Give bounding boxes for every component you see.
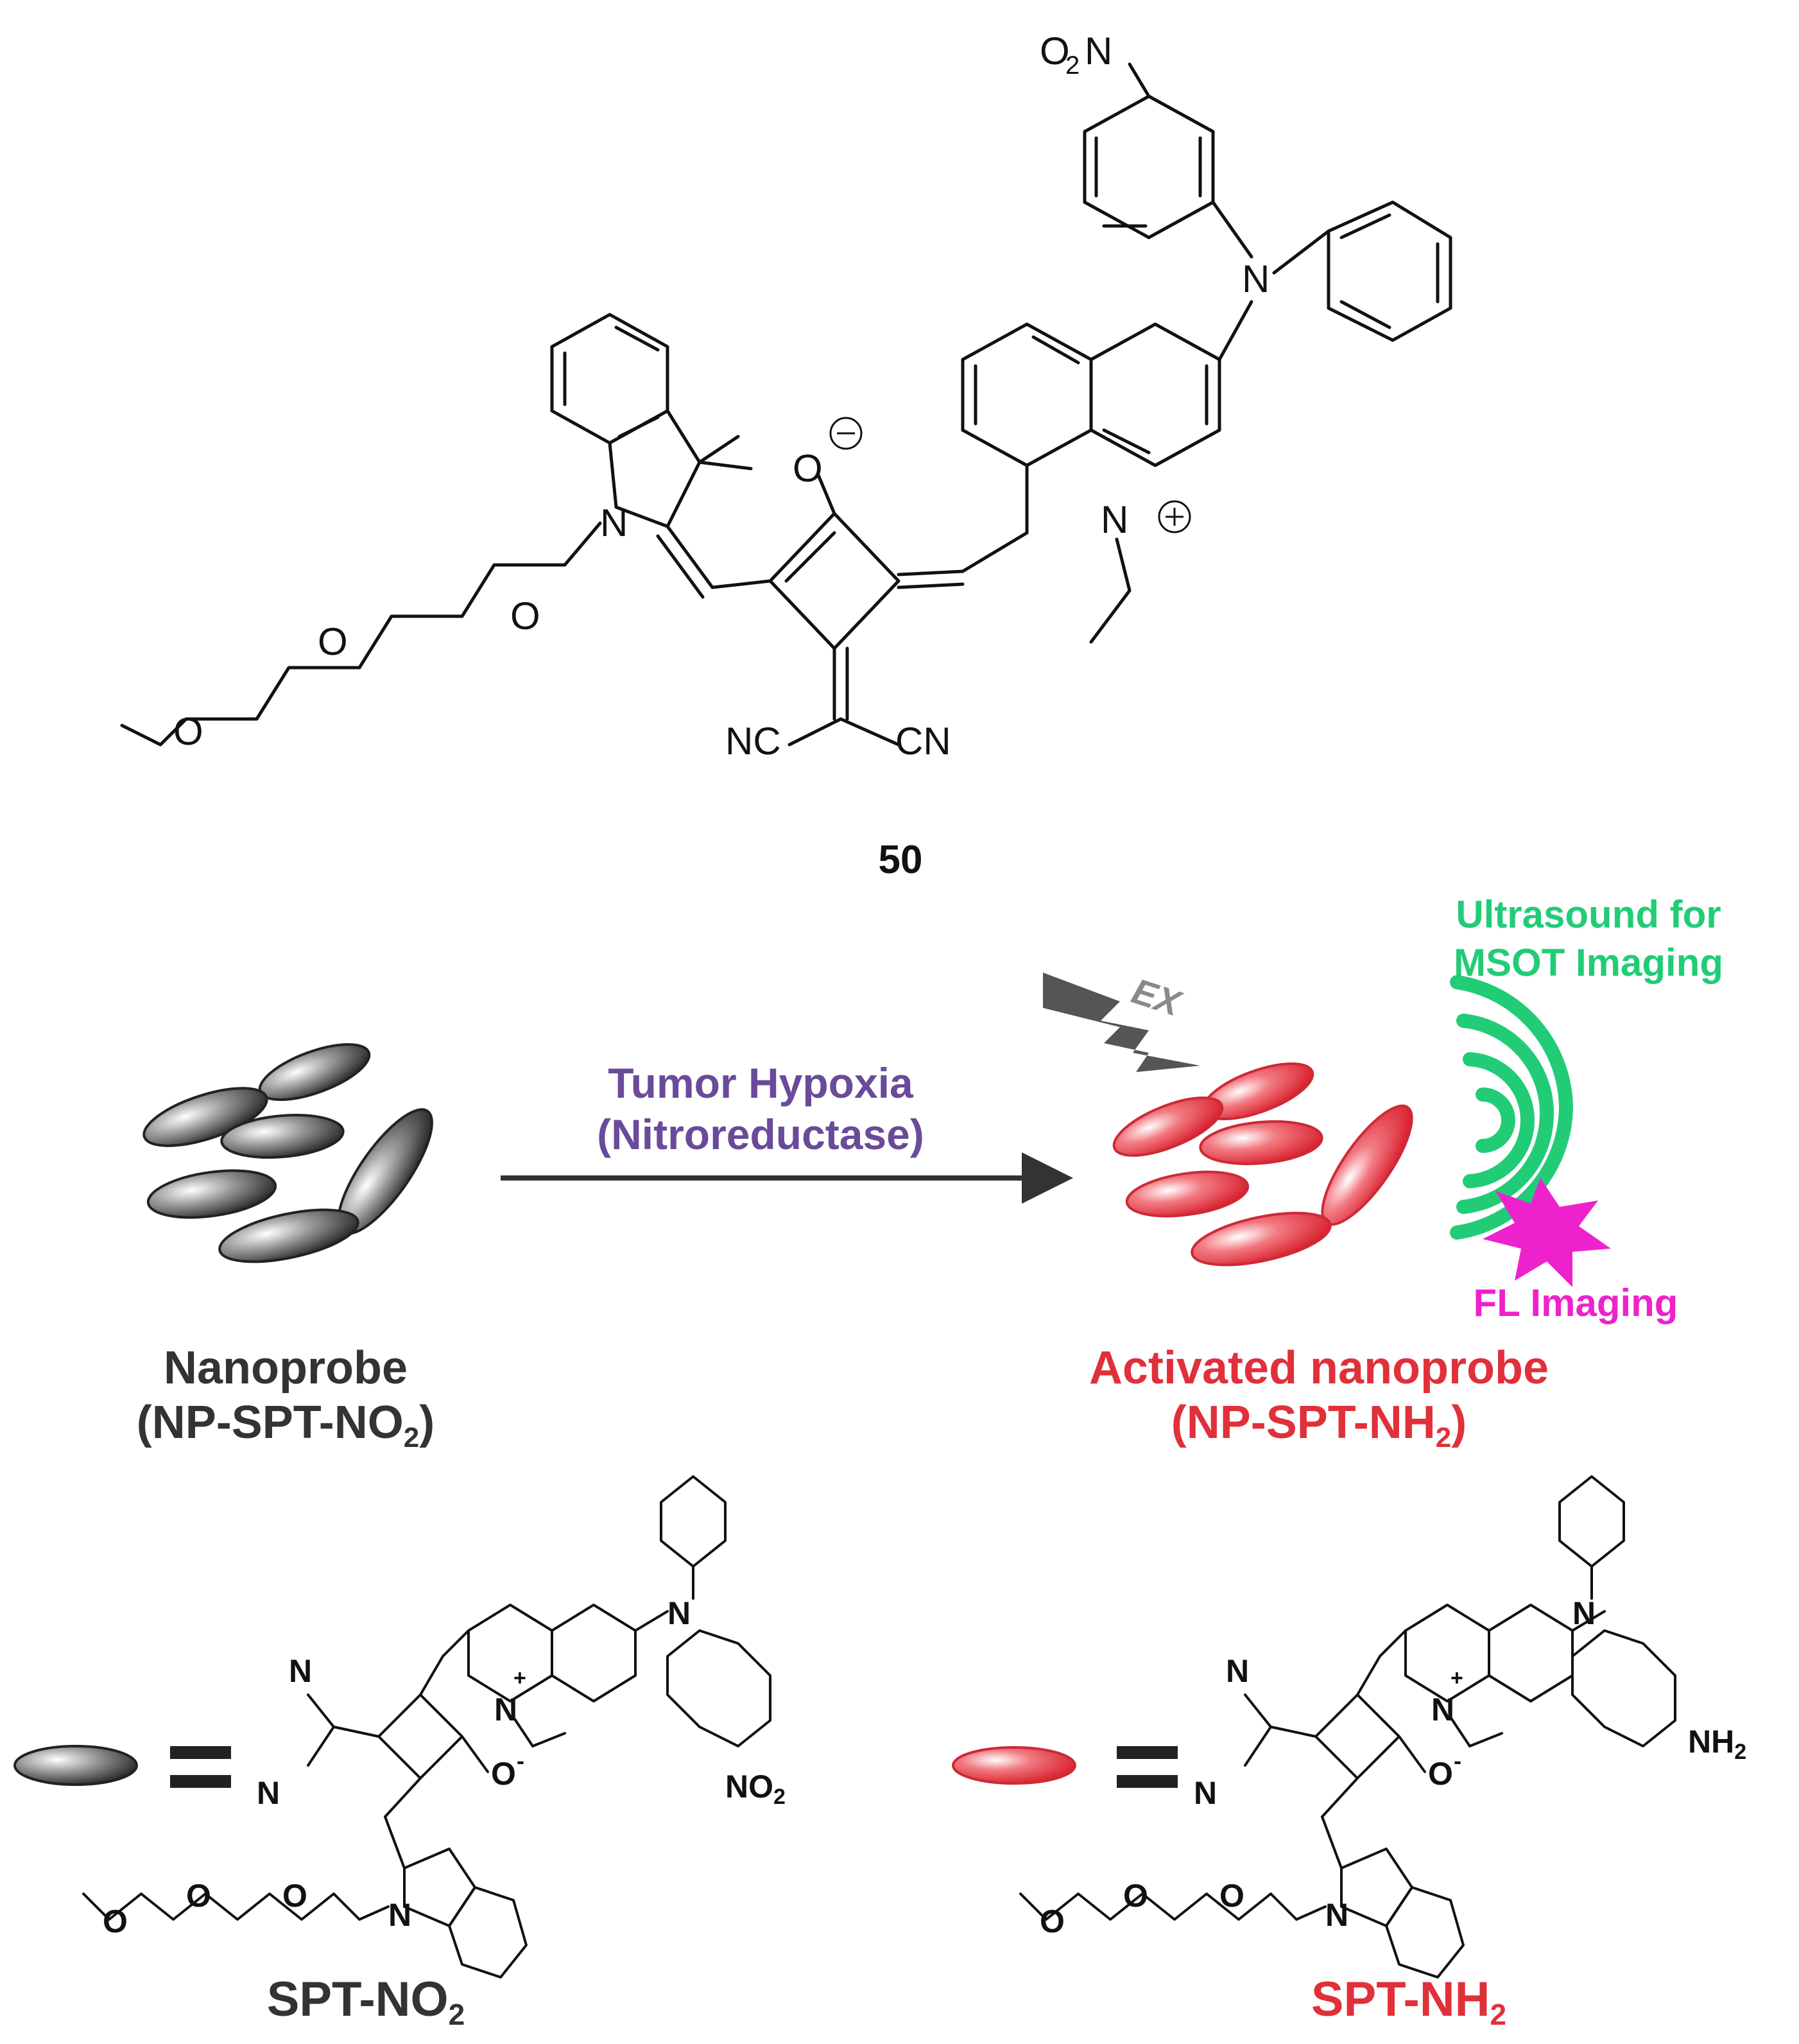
left-title: Nanoprobe xyxy=(164,1342,408,1394)
nitro-sub: 2 xyxy=(1065,51,1080,80)
spt-nh2-structure: N N O - N + N NH2 N O O xyxy=(1019,1475,1746,1979)
peg-chain xyxy=(120,521,602,747)
compound-50-structure: O 2 N N N xyxy=(120,30,1452,882)
red-particle-cluster xyxy=(1112,1062,1413,1267)
compound-number: 50 xyxy=(879,838,923,882)
svg-text:N: N xyxy=(667,1595,691,1631)
svg-text:O: O xyxy=(1428,1756,1453,1792)
ultrasound-wave-icon xyxy=(1450,975,1574,1240)
svg-text:O: O xyxy=(1040,1903,1065,1939)
svg-text:O: O xyxy=(282,1878,307,1914)
legend-right-name: SPT-NH2 xyxy=(1311,1972,1506,2031)
svg-text:N: N xyxy=(1194,1775,1217,1811)
svg-text:NH2: NH2 xyxy=(1688,1724,1746,1764)
svg-text:O: O xyxy=(103,1903,128,1939)
phenyl-ring xyxy=(1327,200,1452,342)
svg-text:O: O xyxy=(186,1878,211,1914)
oxide-o: O xyxy=(793,447,823,490)
fluorescence-burst-icon xyxy=(1483,1178,1611,1287)
svg-text:N: N xyxy=(1226,1653,1249,1689)
legend-left: N N O - N + N NO2 N O O xyxy=(13,1475,786,2031)
excitation-lightning-icon xyxy=(1043,973,1200,1072)
svg-text:N: N xyxy=(1325,1897,1348,1933)
ultrasound-line2: MSOT Imaging xyxy=(1454,941,1723,984)
scheme-panel: Tumor Hypoxia (Nitroreductase) EX Ultras… xyxy=(137,893,1723,1453)
legend-red-particle xyxy=(952,1746,1076,1785)
legend-grey-particle xyxy=(13,1745,138,1786)
svg-text:-: - xyxy=(517,1747,524,1774)
ether-o2: O xyxy=(318,620,348,663)
equals-bar-top-right xyxy=(1117,1746,1178,1759)
ether-o3: O xyxy=(173,710,203,753)
legend-right: N N O - N + N NH2 N O O xyxy=(952,1475,1746,2031)
amine-n: N xyxy=(1242,257,1270,300)
cn-right: CN xyxy=(895,720,951,763)
equals-bar-bottom xyxy=(170,1775,231,1788)
nitrophenyl-ring xyxy=(1083,62,1215,239)
nitro-n: N xyxy=(1085,30,1112,73)
svg-text:N: N xyxy=(388,1897,411,1933)
svg-text:+: + xyxy=(1450,1666,1463,1690)
indolenine-ring xyxy=(550,313,702,528)
svg-text:N: N xyxy=(1572,1595,1596,1631)
ex-label: EX xyxy=(1127,970,1187,1024)
equals-bar-top xyxy=(170,1746,231,1759)
left-formula: (NP-SPT-NO2) xyxy=(137,1397,435,1453)
svg-text:N: N xyxy=(494,1692,517,1728)
right-formula: (NP-SPT-NH2) xyxy=(1171,1397,1467,1453)
svg-text:-: - xyxy=(1454,1747,1461,1774)
indole-n: N xyxy=(600,501,628,544)
arrow-label-line2: (Nitroreductase) xyxy=(597,1111,924,1158)
arrow-label-line1: Tumor Hypoxia xyxy=(608,1059,914,1107)
quinolinium-ring xyxy=(961,322,1221,467)
squaraine-core xyxy=(768,512,900,650)
ultrasound-line1: Ultrasound for xyxy=(1456,893,1721,936)
legend-left-name: SPT-NO2 xyxy=(267,1972,465,2031)
svg-text:+: + xyxy=(513,1666,526,1690)
spt-no2-structure: N N O - N + N NO2 N O O xyxy=(82,1475,786,1979)
ether-o1: O xyxy=(510,594,540,637)
svg-text:O: O xyxy=(1123,1878,1148,1914)
nc-left: NC xyxy=(725,720,781,763)
grey-particle-cluster xyxy=(142,1043,433,1263)
nitro-o: O xyxy=(1040,30,1070,73)
equals-bar-bottom-right xyxy=(1117,1775,1178,1788)
right-title: Activated nanoprobe xyxy=(1089,1342,1549,1394)
svg-text:N: N xyxy=(257,1775,280,1811)
svg-text:N: N xyxy=(1431,1692,1454,1728)
svg-text:N: N xyxy=(289,1653,312,1689)
svg-text:O: O xyxy=(1219,1878,1244,1914)
svg-text:NO2: NO2 xyxy=(725,1769,786,1809)
quin-n: N xyxy=(1101,498,1128,541)
fl-label: FL Imaging xyxy=(1474,1281,1678,1324)
svg-text:O: O xyxy=(491,1756,516,1792)
